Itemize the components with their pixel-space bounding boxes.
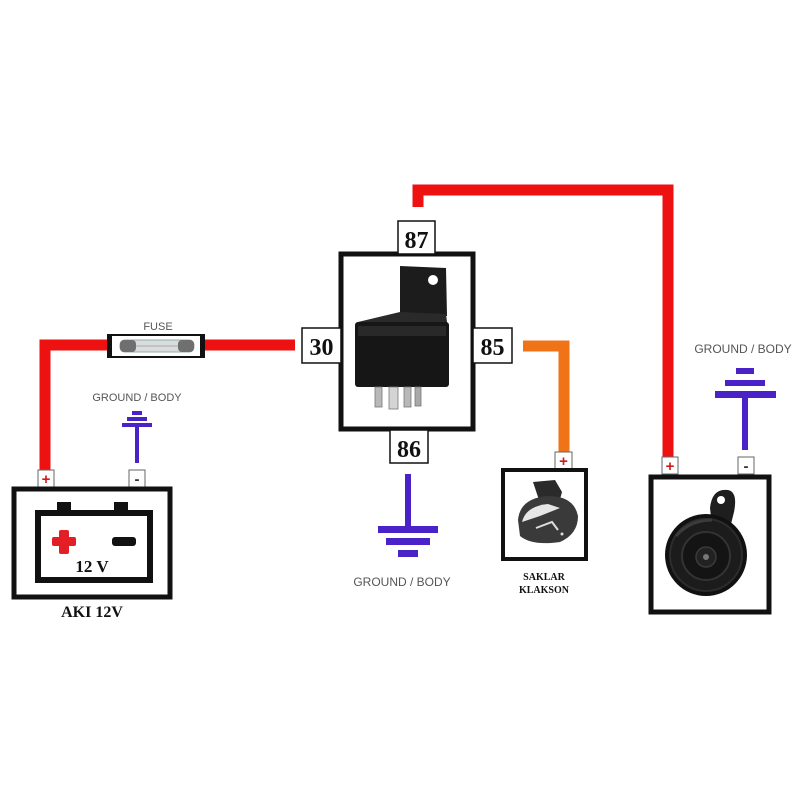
fuse-label: FUSE bbox=[143, 321, 172, 333]
horn-plus-terminal: + bbox=[661, 456, 679, 475]
wire-pin87-to-horn bbox=[412, 184, 674, 458]
switch-plus-terminal: + bbox=[554, 451, 573, 470]
relay-pin-30-label: 30 bbox=[310, 335, 334, 361]
battery-voltage-label: 12 V bbox=[75, 557, 109, 576]
horn-minus-sign: - bbox=[744, 458, 749, 475]
relay-pin-86: 86 bbox=[389, 429, 429, 464]
switch-label-line2: KLAKSON bbox=[519, 585, 570, 596]
relay-pin-85-label: 85 bbox=[481, 335, 505, 361]
horn-switch-icon bbox=[518, 480, 578, 544]
relay-icon bbox=[355, 266, 449, 410]
horn-minus-terminal: - bbox=[737, 456, 755, 475]
relay-pin-87-label: 87 bbox=[405, 228, 429, 254]
fuse-cap-right bbox=[178, 340, 194, 352]
battery-minus-sign: - bbox=[135, 471, 140, 488]
fuse-cap-left bbox=[120, 340, 136, 352]
wire-pin85-to-switch bbox=[523, 340, 570, 452]
fuse bbox=[107, 334, 205, 358]
battery-minus-terminal: - bbox=[128, 469, 146, 489]
battery-plus-terminal: + bbox=[37, 469, 55, 489]
wire-battery-to-fuse bbox=[39, 339, 115, 472]
relay-pin-85: 85 bbox=[472, 327, 513, 364]
battery-label: AKI 12V bbox=[61, 604, 123, 621]
battery-ground-label: GROUND / BODY bbox=[92, 392, 182, 404]
relay-ground-label: GROUND / BODY bbox=[353, 575, 450, 589]
horn-ground-icon bbox=[715, 368, 776, 450]
relay-pin-86-label: 86 bbox=[397, 437, 421, 463]
switch-plus-sign: + bbox=[559, 453, 568, 470]
battery-ground-icon bbox=[122, 411, 152, 463]
relay-pin-87: 87 bbox=[397, 220, 436, 255]
battery-plus-sign: + bbox=[42, 471, 51, 488]
switch-label-line1: SAKLAR bbox=[523, 572, 565, 583]
horn-ground-label: GROUND / BODY bbox=[694, 342, 791, 356]
horn-icon bbox=[665, 489, 747, 596]
horn-plus-sign: + bbox=[666, 458, 675, 475]
relay-ground-icon bbox=[378, 474, 438, 557]
relay-pin-30: 30 bbox=[301, 327, 342, 364]
battery-icon bbox=[35, 502, 153, 583]
